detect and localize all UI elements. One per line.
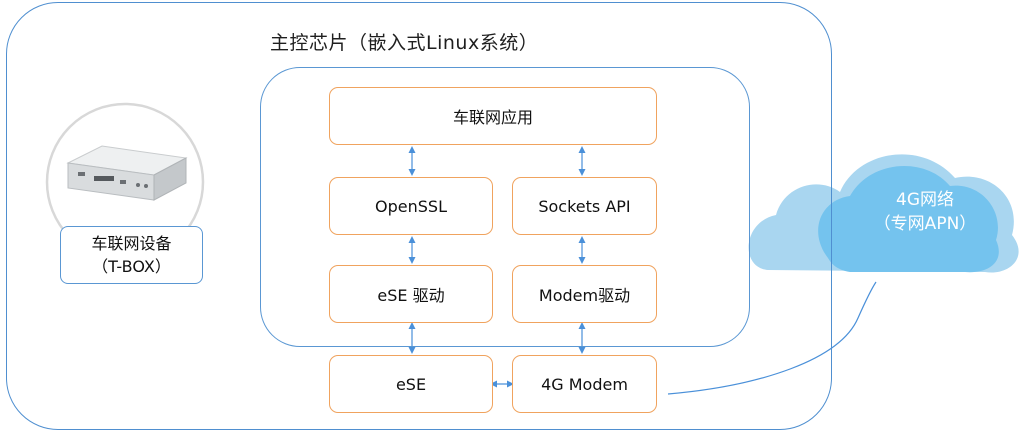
cloud-icon xyxy=(748,154,1019,273)
layer-modem-driver-label: Modem驱动 xyxy=(538,286,631,305)
chip-frame xyxy=(260,67,750,347)
layer-app-box: 车联网应用 xyxy=(329,87,657,145)
layer-ese-driver-label: eSE 驱动 xyxy=(377,286,445,305)
cloud-label-line1: 4G网络 xyxy=(896,190,954,210)
device-label-line1: 车联网设备 xyxy=(91,234,172,253)
layer-sockets-label: Sockets API xyxy=(538,196,631,216)
layer-app-label: 车联网应用 xyxy=(452,108,533,127)
layer-ese-label: eSE xyxy=(395,374,427,394)
cloud-label: 4G网络 （专网APN） xyxy=(840,188,1010,236)
layer-sockets-box: Sockets API xyxy=(512,177,657,235)
layer-openssl-label: OpenSSL xyxy=(375,196,447,216)
device-label-box: 车联网设备 （T-BOX） xyxy=(60,226,203,284)
cloud-label-line2: （专网APN） xyxy=(873,214,977,234)
layer-ese-driver-box: eSE 驱动 xyxy=(329,265,493,323)
layer-ese-box: eSE xyxy=(329,355,493,413)
chip-title: 主控芯片（嵌入式Linux系统） xyxy=(270,32,539,54)
network-link-line xyxy=(667,281,877,395)
layer-openssl-box: OpenSSL xyxy=(329,177,493,235)
layer-modem-driver-box: Modem驱动 xyxy=(512,265,657,323)
layer-modem-label: 4G Modem xyxy=(541,374,628,394)
layer-modem-box: 4G Modem xyxy=(512,355,657,413)
device-label-line2: （T-BOX） xyxy=(92,257,171,276)
